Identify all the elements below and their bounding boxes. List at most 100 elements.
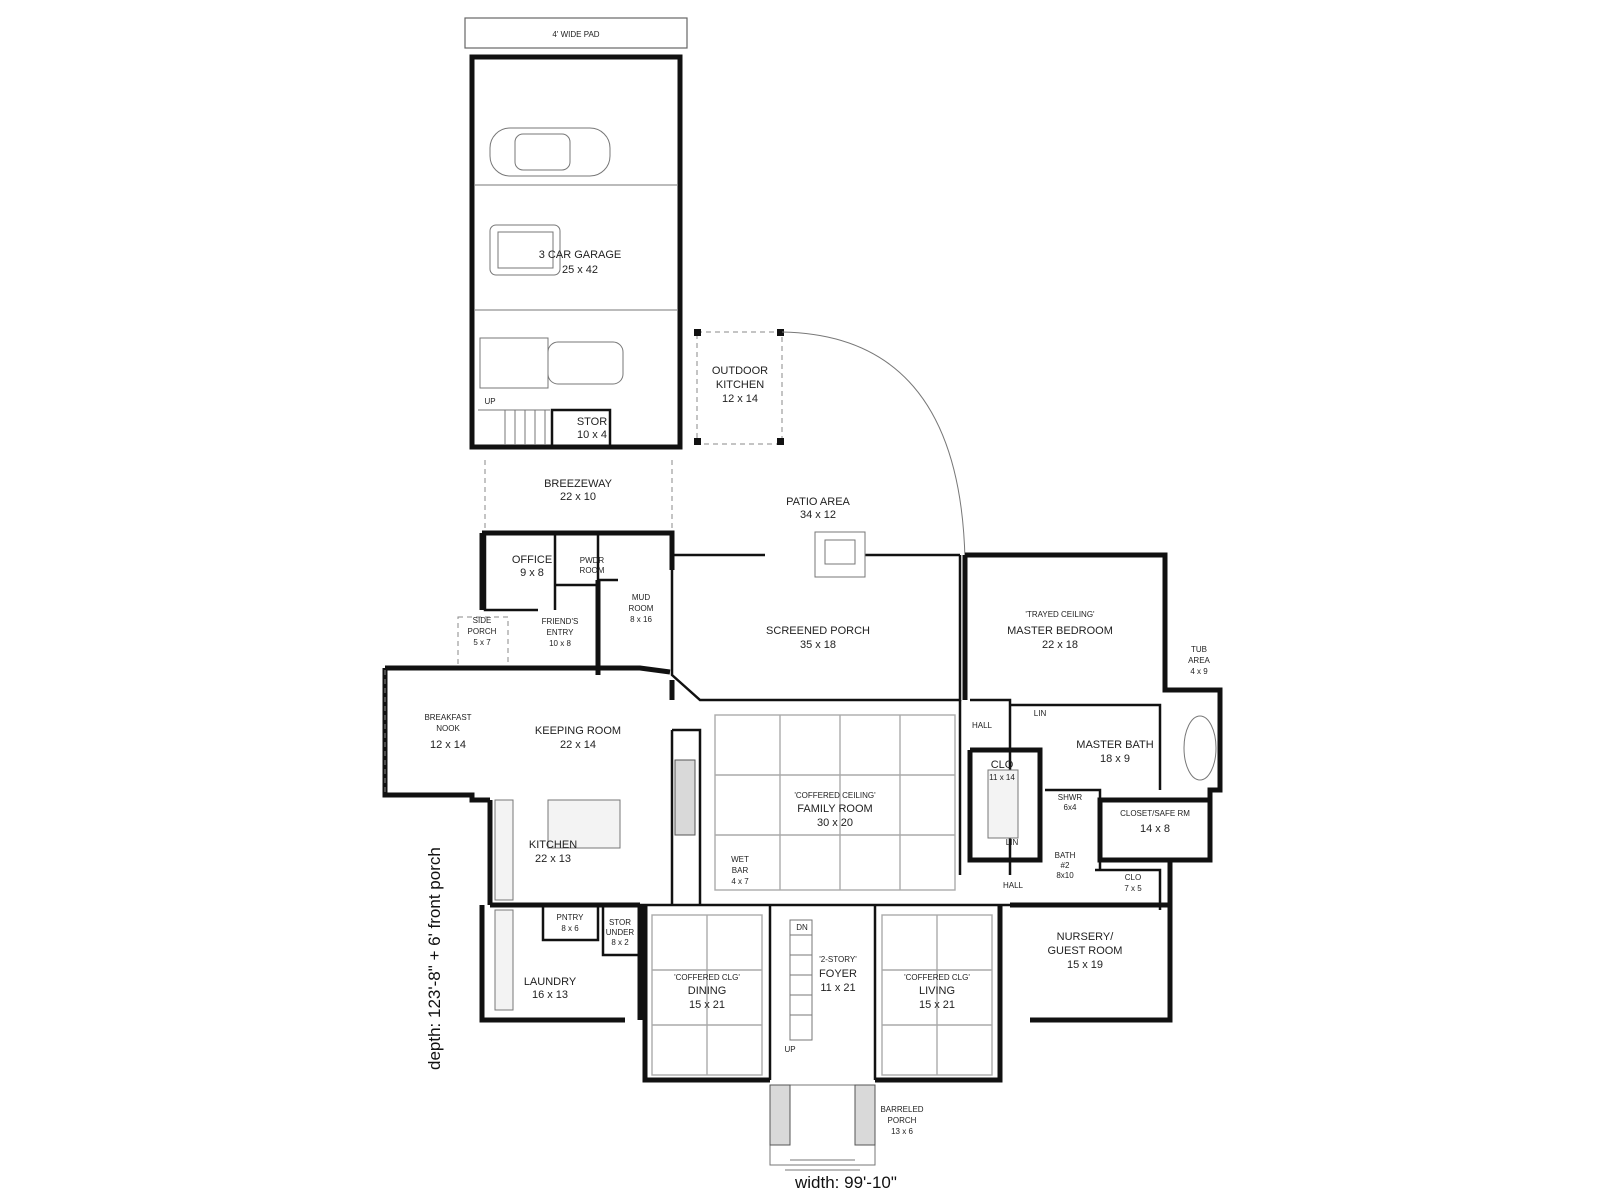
clo-master-size-label: 11 x 14 xyxy=(989,773,1015,782)
breakfast-nook-name2-label: NOOK xyxy=(436,724,460,733)
patio-curve xyxy=(781,331,966,561)
garage-up-mark: UP xyxy=(484,397,495,406)
breakfast-nook-size-label: 12 x 14 xyxy=(430,739,466,751)
family-room-name-label: FAMILY ROOM xyxy=(797,803,872,815)
dining-note-label: 'COFFERED CLG' xyxy=(674,973,740,982)
friends-entry-size-label: 10 x 8 xyxy=(549,639,571,648)
kitchen-island xyxy=(547,799,621,849)
width-dimension: width: 99'-10" xyxy=(794,1173,897,1192)
screened-porch-size-label: 35 x 18 xyxy=(800,639,836,651)
clo-master-name-label: CLO xyxy=(991,759,1014,771)
outdoor-kitchen: OUTDOOR KITCHEN 12 x 14 xyxy=(694,329,784,445)
patio-size: 34 x 12 xyxy=(800,509,836,521)
stor-label: STOR xyxy=(577,416,607,428)
master-bedroom-size-label: 22 x 18 xyxy=(1042,639,1078,651)
master-bath-size-label: 18 x 9 xyxy=(1100,753,1130,765)
dining-name-label: DINING xyxy=(688,985,727,997)
dn-mark: DN xyxy=(796,923,808,932)
family-room-size-label: 30 x 20 xyxy=(817,817,853,829)
truck-icon xyxy=(479,337,624,389)
car-icon-2 xyxy=(489,224,561,276)
powder-name1-label: PWDR xyxy=(580,556,605,565)
wide-pad xyxy=(464,17,688,49)
side-porch-name2-label: PORCH xyxy=(468,627,497,636)
breakfast-nook-name1-label: BREAKFAST xyxy=(424,713,471,722)
foyer-note-label: '2-STORY' xyxy=(819,955,857,964)
hall-lower-name-label: HALL xyxy=(1003,881,1024,890)
stor-size: 10 x 4 xyxy=(577,429,607,441)
laundry-size-label: 16 x 13 xyxy=(532,989,568,1001)
living-name-label: LIVING xyxy=(919,985,955,997)
breezeway-size: 22 x 10 xyxy=(560,491,596,503)
laundry-counter xyxy=(494,909,514,1011)
tub-area-name2-label: AREA xyxy=(1188,656,1210,665)
pantry-name-label: PNTRY xyxy=(557,913,585,922)
wet-bar-name2-label: BAR xyxy=(732,866,749,875)
mud-room-size-label: 8 x 16 xyxy=(630,615,652,624)
foyer-name-label: FOYER xyxy=(819,968,857,980)
side-porch-size-label: 5 x 7 xyxy=(473,638,491,647)
living-note-label: 'COFFERED CLG' xyxy=(904,973,970,982)
hall-upper-name-label: HALL xyxy=(972,721,993,730)
keeping-room-name-label: KEEPING ROOM xyxy=(535,725,621,737)
bath2-size-label: 8x10 xyxy=(1056,871,1074,880)
pantry-size-label: 8 x 6 xyxy=(561,924,579,933)
barreled-porch-name1-label: BARRELED xyxy=(880,1105,923,1114)
car-icon-1 xyxy=(489,127,611,177)
side-porch-name1-label: SIDE xyxy=(473,616,492,625)
tub-area-name1-label: TUB xyxy=(1191,645,1207,654)
storage-walls xyxy=(550,408,612,449)
mud-room-name2-label: ROOM xyxy=(629,604,654,613)
wet-bar-name1-label: WET xyxy=(731,855,749,864)
lin-upper-name-label: LIN xyxy=(1034,709,1047,718)
kitchen-name-label: KITCHEN xyxy=(529,839,577,851)
clo-small-size-label: 7 x 5 xyxy=(1124,884,1142,893)
barreled-porch-name2-label: PORCH xyxy=(888,1116,917,1125)
living-size-label: 15 x 21 xyxy=(919,999,955,1011)
depth-dimension: depth: 123'-8" + 6' front porch xyxy=(425,847,444,1070)
barreled-porch-size-label: 13 x 6 xyxy=(891,1127,913,1136)
outdoor-kitchen-label-1: OUTDOOR xyxy=(712,365,768,377)
shower-name-label: SHWR xyxy=(1058,793,1083,802)
stor-under-name2-label: UNDER xyxy=(606,928,635,937)
outdoor-kitchen-label-2: KITCHEN xyxy=(716,379,764,391)
nursery-name1-label: NURSERY/ xyxy=(1057,931,1115,943)
pad-label: 4' WIDE PAD xyxy=(552,30,599,39)
wet-bar-size-label: 4 x 7 xyxy=(731,877,749,886)
garage-block: 4' WIDE PAD UP STOR 10 x 4 xyxy=(464,17,688,450)
nursery-name2-label: GUEST ROOM xyxy=(1048,945,1123,957)
room-labels: OFFICE 9 x 8 PWDR ROOM MUD ROOM 8 x 16 S… xyxy=(424,554,1210,1136)
clo-small-name-label: CLO xyxy=(1125,873,1141,882)
garage-stair xyxy=(478,409,550,445)
garage-label: 3 CAR GARAGE xyxy=(539,249,622,261)
breezeway-label: BREEZEWAY xyxy=(544,478,613,490)
master-bath-name-label: MASTER BATH xyxy=(1076,739,1153,751)
breezeway: BREEZEWAY 22 x 10 xyxy=(484,460,673,530)
bath2-num-label: #2 xyxy=(1061,861,1070,870)
stor-under-name1-label: STOR xyxy=(609,918,631,927)
keeping-room-size-label: 22 x 14 xyxy=(560,739,596,751)
kitchen-size-label: 22 x 13 xyxy=(535,853,571,865)
barreled-porch xyxy=(769,1084,876,1171)
outdoor-kitchen-size: 12 x 14 xyxy=(722,393,758,405)
family-room-note-label: 'COFFERED CEILING' xyxy=(794,791,876,800)
lin-lower-name-label: LIN xyxy=(1006,838,1019,847)
patio-label: PATIO AREA xyxy=(786,496,850,508)
friends-entry-name2-label: ENTRY xyxy=(547,628,575,637)
closet-safe-size-label: 14 x 8 xyxy=(1140,823,1170,835)
nursery-size-label: 15 x 19 xyxy=(1067,959,1103,971)
dining-size-label: 15 x 21 xyxy=(689,999,725,1011)
tub-area-size-label: 4 x 9 xyxy=(1190,667,1208,676)
bath2-name-label: BATH xyxy=(1055,851,1076,860)
foyer-size-label: 11 x 21 xyxy=(820,982,855,994)
stor-under-size-label: 8 x 2 xyxy=(611,938,629,947)
office-size-label: 9 x 8 xyxy=(520,567,544,579)
master-bedroom-name-label: MASTER BEDROOM xyxy=(1007,625,1113,637)
shower-size-label: 6x4 xyxy=(1064,803,1077,812)
mud-room-name1-label: MUD xyxy=(632,593,650,602)
foyer-up-mark: UP xyxy=(784,1045,795,1054)
powder-name2-label: ROOM xyxy=(580,566,605,575)
dining-coffers xyxy=(651,914,763,1076)
screened-porch-name-label: SCREENED PORCH xyxy=(766,625,870,637)
main-house-walls xyxy=(382,530,1223,1083)
